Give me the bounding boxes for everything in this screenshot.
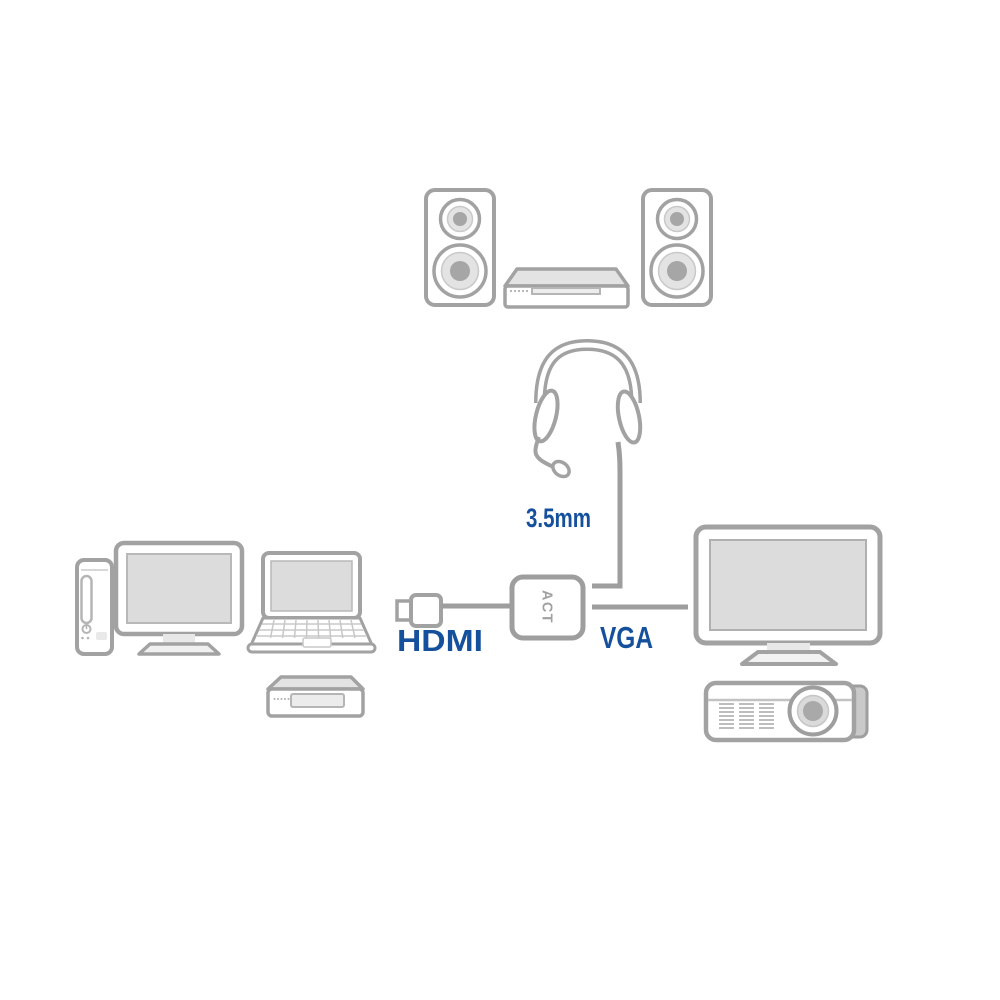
mic-boom	[533, 436, 555, 469]
lens	[787, 685, 839, 737]
speaker-driver-bottom	[649, 243, 705, 299]
laptop-icon	[246, 551, 377, 654]
desktop-tower-icon	[75, 558, 114, 656]
screen	[270, 560, 353, 612]
stand-neck	[163, 634, 195, 644]
monitor-left-icon	[113, 540, 245, 656]
audio-cable-icon	[592, 441, 623, 589]
monitor-right-icon	[693, 524, 883, 666]
headset-icon	[532, 338, 643, 479]
stand-base	[137, 642, 221, 656]
hdmi-label: HDMI	[397, 623, 483, 658]
vga-label: VGA	[600, 620, 653, 655]
speaker-driver-top	[438, 197, 482, 241]
power-button	[81, 624, 92, 634]
screen	[709, 539, 867, 631]
screen	[126, 553, 232, 624]
ear-cup-right	[615, 389, 643, 445]
ear-cup-left	[532, 388, 560, 444]
touchpad	[302, 637, 332, 648]
speaker-driver-top	[655, 197, 699, 241]
speaker-left-icon	[424, 188, 496, 307]
plug-body	[409, 593, 443, 628]
disc-tray	[290, 693, 345, 708]
audio-jack-label: 3.5mm	[526, 503, 591, 533]
adapter-icon: ACT	[509, 574, 586, 641]
hdmi-plug-icon	[395, 593, 513, 628]
speaker-driver-bottom	[432, 243, 488, 299]
stand-neck	[767, 643, 810, 653]
vents	[719, 703, 774, 729]
front-panel-dots	[509, 289, 529, 293]
dvd-player-icon	[503, 267, 630, 309]
media-player-icon	[266, 675, 365, 718]
optical-drive-slot	[80, 574, 93, 625]
front-panel-dots	[273, 698, 290, 700]
speaker-right-icon	[641, 188, 713, 307]
microphone	[551, 459, 571, 479]
stand-base	[740, 650, 838, 666]
act-logo: ACT	[539, 590, 556, 624]
keyboard-grid	[256, 619, 367, 639]
disc-tray	[531, 287, 601, 295]
projector-icon	[703, 680, 869, 743]
